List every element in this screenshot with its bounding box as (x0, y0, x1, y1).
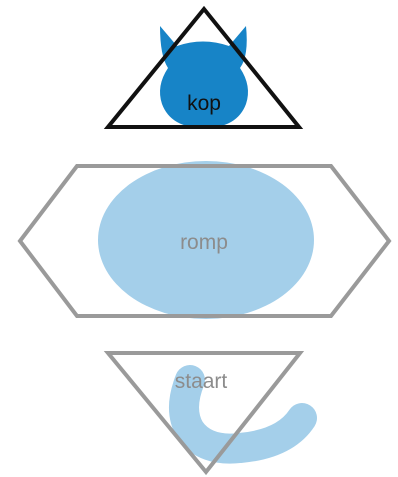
body-circle-icon (98, 161, 314, 319)
body-group: romp (17, 161, 392, 319)
cat-tail-icon (169, 365, 317, 464)
head-label: kop (187, 92, 221, 115)
body-hexagon (17, 164, 392, 318)
tail-triangle (103, 351, 305, 476)
head-group: kop (103, 5, 304, 129)
tail-group: staart (103, 351, 317, 476)
head-triangle (103, 5, 304, 129)
cat-head-icon (160, 26, 248, 128)
body-label: romp (180, 231, 228, 254)
tail-label: staart (175, 370, 228, 393)
